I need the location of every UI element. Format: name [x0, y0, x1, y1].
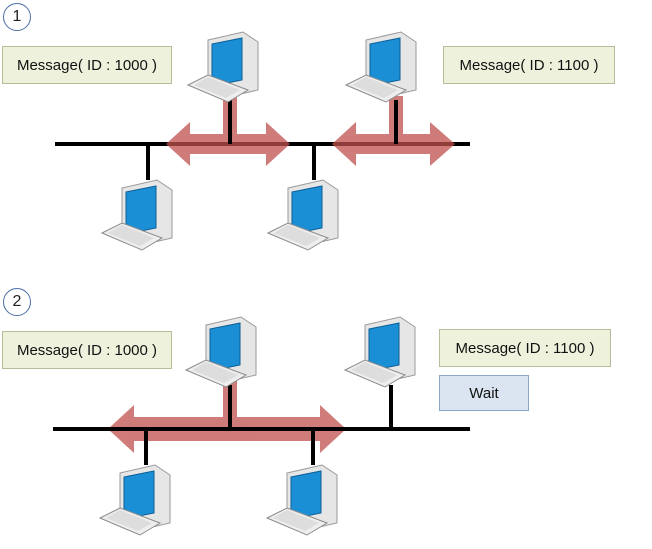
network-diagram-1 [55, 31, 470, 251]
broadcast-arrow-1100 [332, 96, 455, 166]
computer-icon [266, 179, 339, 251]
step-number-badge: 1 [3, 3, 31, 31]
computer-icon [343, 316, 416, 388]
scenario-panel-2: 2 [0, 285, 652, 549]
computer-icon [265, 464, 338, 536]
message-box-id-1000: Message( ID : 1000 ) [2, 331, 172, 369]
message-box-id-1100: Message( ID : 1100 ) [439, 329, 611, 367]
message-box-id-1100: Message( ID : 1100 ) [443, 46, 615, 84]
scenario-panel-1: 1 [0, 0, 652, 270]
network-diagram-2 [53, 316, 470, 536]
message-box-id-1000: Message( ID : 1000 ) [2, 46, 172, 84]
step-number-badge: 2 [3, 288, 31, 316]
broadcast-arrow-1000 [108, 381, 346, 453]
computer-icon [184, 316, 257, 388]
computer-icon [98, 464, 171, 536]
computer-icon [344, 31, 417, 103]
computer-icon [100, 179, 173, 251]
wait-status-box: Wait [439, 375, 529, 411]
computer-icon [186, 31, 259, 103]
